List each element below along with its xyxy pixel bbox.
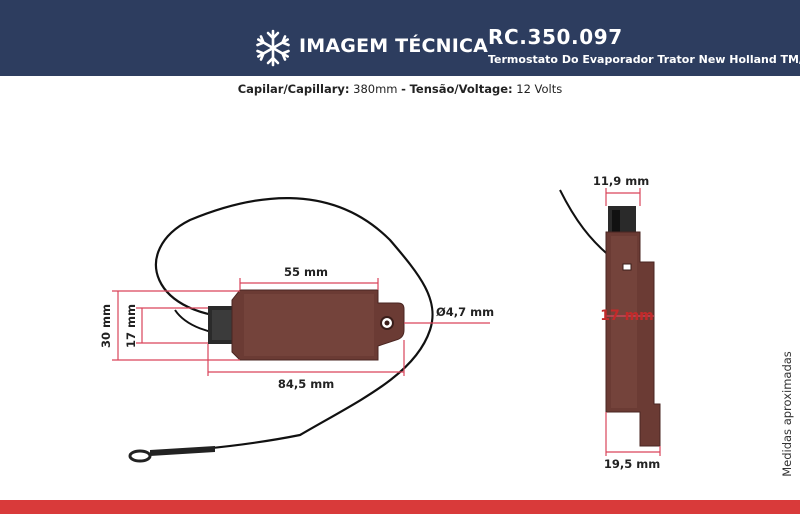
- dim-height-total: 30 mm: [99, 304, 113, 348]
- product-name: Termostato Do Evaporador Trator New Holl…: [488, 53, 800, 66]
- dim-total-length: 84,5 mm: [278, 377, 334, 391]
- thermostat-front-view: [208, 289, 405, 361]
- thermostat-side-view: [605, 206, 661, 447]
- voltage-label: Tensão/Voltage:: [409, 82, 513, 96]
- dim-body-length: 55 mm: [284, 265, 328, 279]
- spec-separator: -: [401, 82, 406, 96]
- dim-bottom-width: 19,5 mm: [604, 457, 660, 471]
- brand-title: IMAGEM TÉCNICA: [299, 35, 489, 57]
- sensor-eyelet: [128, 449, 152, 463]
- snowflake-icon: [256, 29, 290, 67]
- approximate-measures-note: Medidas aproximadas: [780, 351, 794, 477]
- capillary-value: 380mm: [353, 82, 398, 96]
- capillary-label: Capilar/Capillary:: [237, 82, 350, 96]
- bottom-bar: [0, 500, 800, 514]
- dim-top-width: 11,9 mm: [593, 174, 649, 188]
- side-wire: [559, 189, 613, 259]
- product-code: RC.350.097: [488, 25, 623, 49]
- header-banner: IMAGEM TÉCNICA RC.350.097 Termostato Do …: [0, 0, 800, 76]
- voltage-value: 12 Volts: [516, 82, 563, 96]
- sensor-bulb: [150, 446, 215, 456]
- dim-height-body: 17 mm: [124, 304, 138, 348]
- specs-line: Capilar/Capillary: 380mm - Tensão/Voltag…: [0, 82, 800, 96]
- dim-middle-depth: 17 mm: [600, 308, 654, 324]
- dim-hole-diameter: Ø4,7 mm: [436, 305, 494, 319]
- capillary-wire: [149, 197, 434, 455]
